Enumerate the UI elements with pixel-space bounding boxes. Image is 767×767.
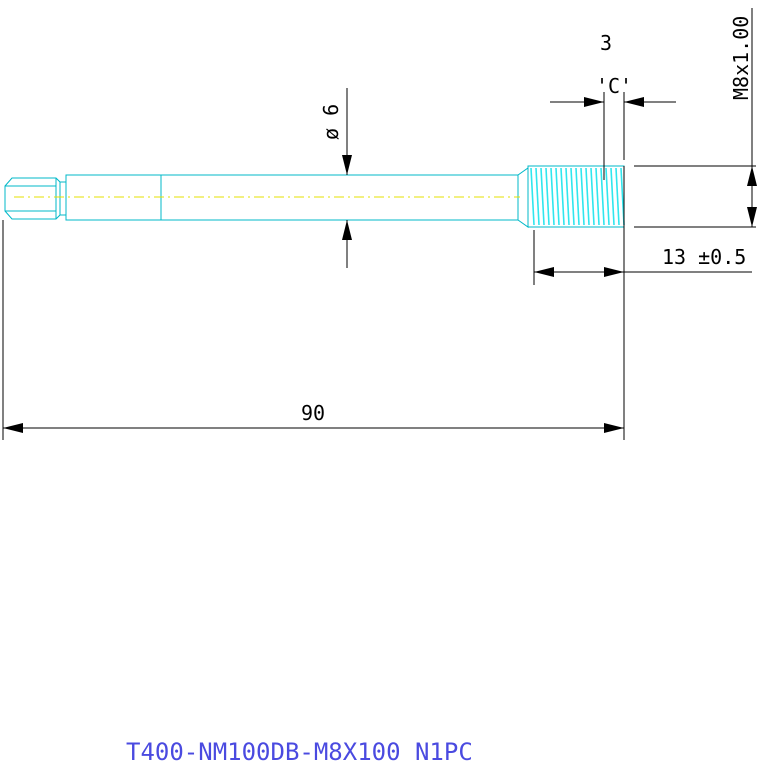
thread-line — [530, 167, 535, 226]
dimensions — [2, 8, 757, 440]
thread-line — [605, 167, 610, 226]
thread-line — [560, 167, 565, 226]
thread-spec-label: M8x1.00 — [729, 16, 753, 100]
chamfer-value-label: 3 — [600, 31, 612, 55]
thread-line — [550, 167, 555, 226]
thread-length-label: 13 ±0.5 — [662, 245, 746, 269]
thread-line — [580, 167, 585, 226]
thread-line — [610, 167, 615, 226]
thread-line — [535, 167, 540, 226]
thread-line — [615, 167, 620, 226]
thread-line — [545, 167, 550, 226]
thread-line — [595, 167, 600, 226]
thread-line — [585, 167, 590, 226]
hex-head — [4, 177, 61, 220]
neck — [59, 181, 67, 216]
part-number-title: T400-NM100DB-M8X100 N1PC — [126, 738, 473, 766]
thread-line — [540, 167, 545, 226]
thread-line — [600, 167, 605, 226]
thread-line — [575, 167, 580, 226]
diameter-label: ø 6 — [319, 104, 343, 140]
thread-line — [565, 167, 570, 226]
thread-line — [555, 167, 560, 226]
thread-line — [590, 167, 595, 226]
chamfer-name-label: 'C' — [596, 74, 632, 98]
thread-line — [570, 167, 575, 226]
overall-length-label: 90 — [301, 401, 325, 425]
thread-hatching — [530, 167, 625, 226]
